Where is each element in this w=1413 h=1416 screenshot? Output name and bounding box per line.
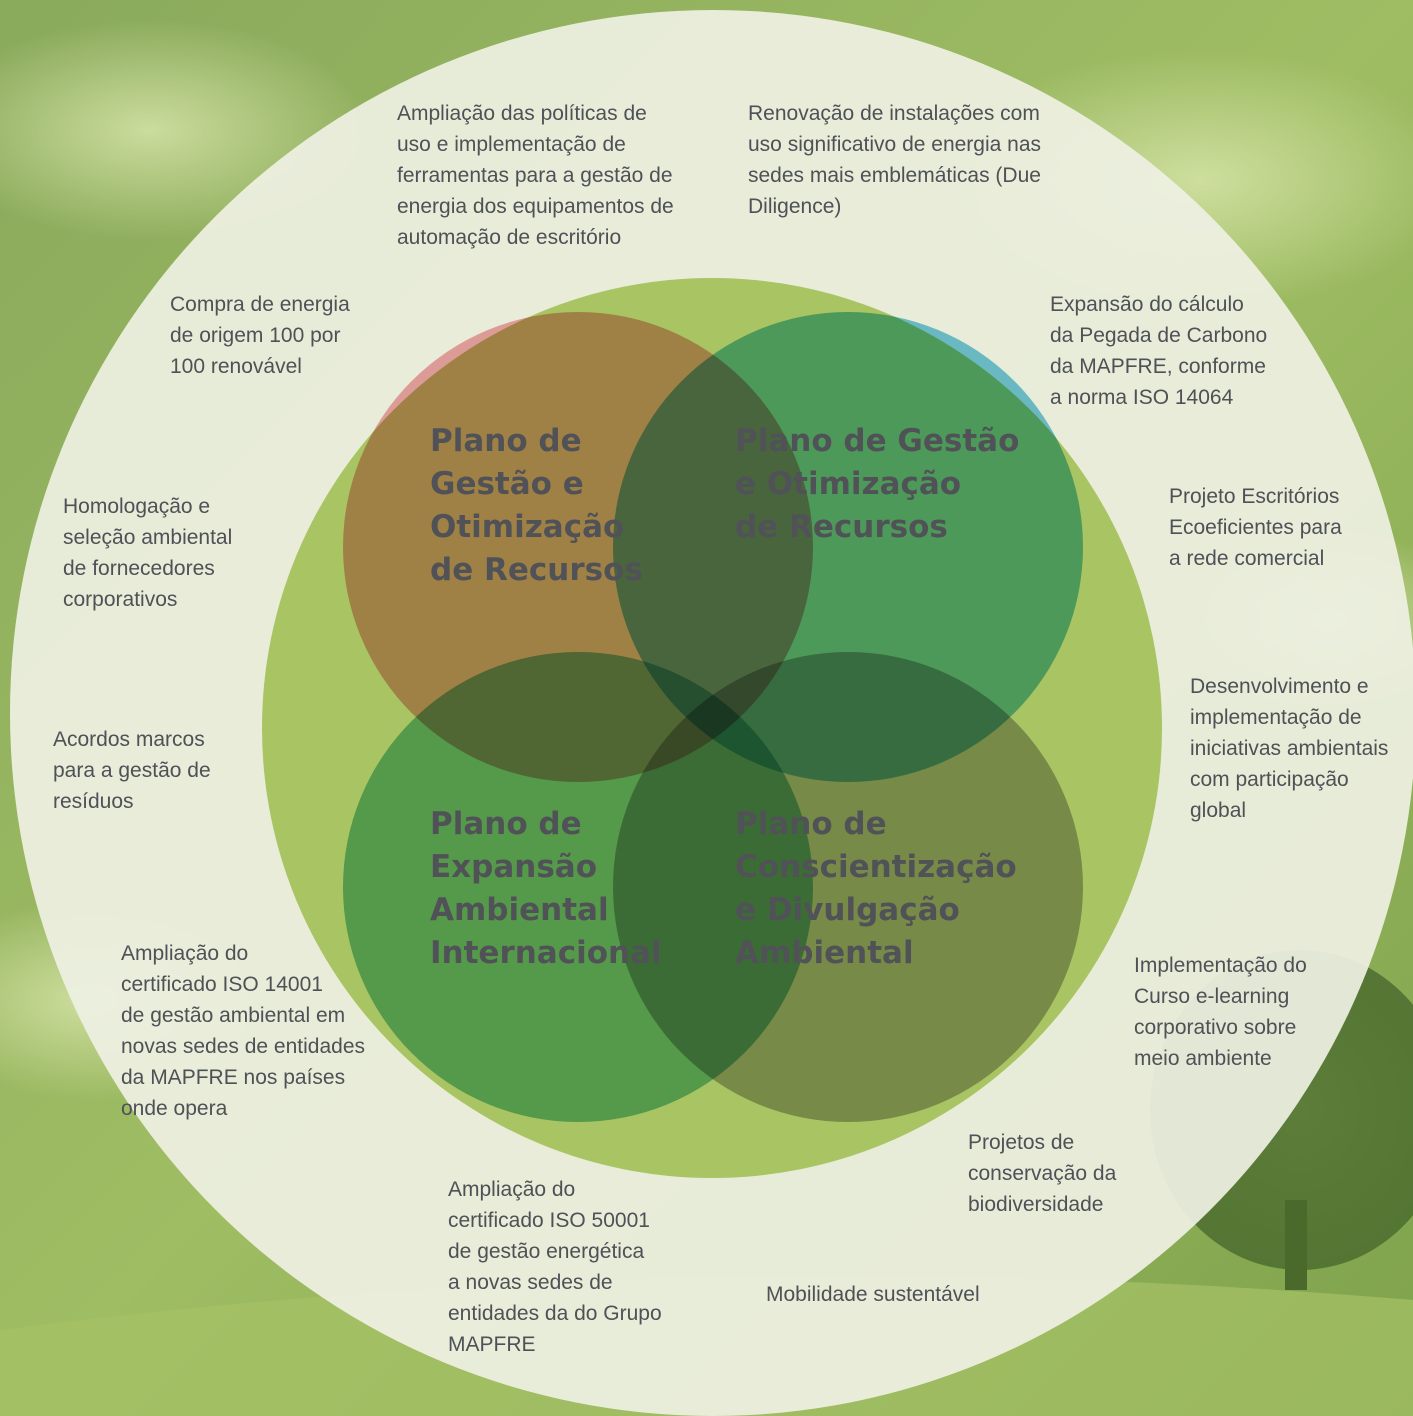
initiative-mobilidade: Mobilidade sustentável <box>766 1283 980 1306</box>
overlapping-circles <box>343 312 1083 1122</box>
initiative-renovacao-instalacoes: Renovação de instalações com uso signifi… <box>748 102 1042 218</box>
initiative-politicas-uso: Ampliação das políticas de uso e impleme… <box>397 102 674 249</box>
plan-title-top-left: Plano de Gestão e Otimização de Recursos <box>430 423 643 588</box>
plan-title-bottom-right: Plano de Conscientização e Divulgação Am… <box>735 806 1017 971</box>
initiative-iso-14001: Ampliação do certificado ISO 14001 de ge… <box>121 942 366 1120</box>
initiative-compra-energia: Compra de energia de origem 100 por 100 … <box>170 293 350 378</box>
initiative-homologacao: Homologação e seleção ambiental de forne… <box>63 495 233 611</box>
initiative-iso-50001: Ampliação do certificado ISO 50001 de ge… <box>448 1178 662 1356</box>
plan-title-bottom-left: Plano de Expansão Ambiental Internaciona… <box>430 806 662 971</box>
plan-title-top-right: Plano de Gestão e Otimização de Recursos <box>735 423 1020 545</box>
initiative-biodiversidade: Projetos de conservação da biodiversidad… <box>968 1131 1117 1216</box>
initiative-curso-elearning: Implementação do Curso e-learning corpor… <box>1134 954 1307 1070</box>
initiative-escritorios-ecoeficientes: Projeto Escritórios Ecoeficientes para a… <box>1169 485 1342 570</box>
circle-top-right <box>613 312 1083 782</box>
initiative-desenvolvimento-iniciativas: Desenvolvimento e implementação de inici… <box>1190 675 1389 822</box>
initiative-pegada-carbono: Expansão do cálculo da Pegada de Carbono… <box>1050 293 1268 409</box>
initiative-acordos-marcos: Acordos marcos para a gestão de resíduos <box>53 728 211 813</box>
circle-bottom-right <box>613 652 1083 1122</box>
